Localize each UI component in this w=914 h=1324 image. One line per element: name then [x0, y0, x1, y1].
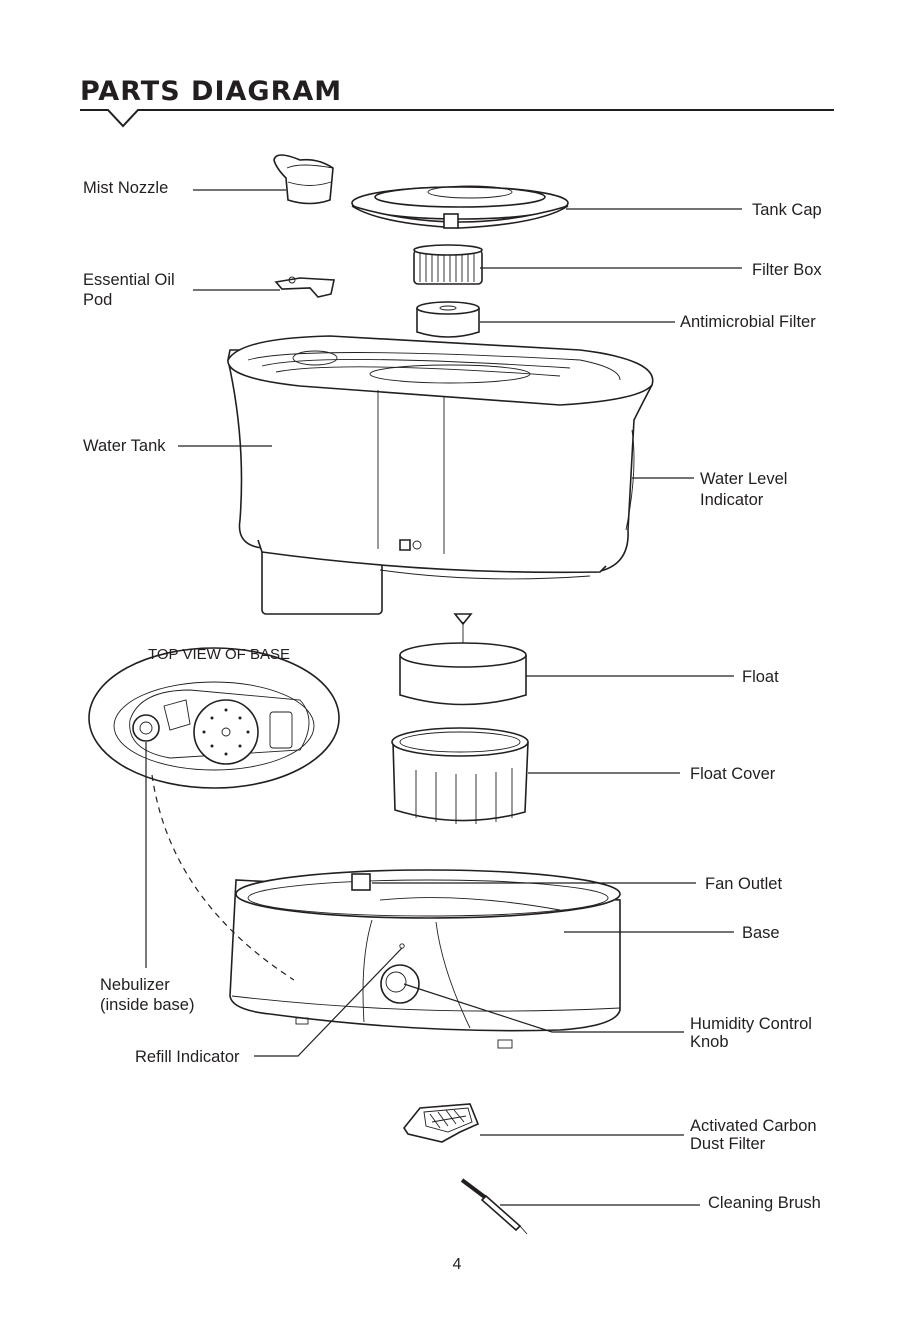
label-water-level-indicator-line2: Indicator — [700, 490, 763, 510]
water-tank-drawing — [228, 336, 653, 614]
label-essential-oil-pod-line1: Essential Oil — [83, 270, 175, 290]
label-water-tank: Water Tank — [83, 436, 166, 456]
label-humidity-control-knob-line1: Humidity Control — [690, 1014, 812, 1034]
inset-title: TOP VIEW OF BASE — [148, 645, 290, 665]
label-cleaning-brush: Cleaning Brush — [708, 1193, 821, 1213]
float-cover-drawing — [392, 728, 528, 824]
base-drawing — [230, 870, 620, 1048]
label-refill-indicator: Refill Indicator — [135, 1047, 240, 1067]
antimicrobial-filter-drawing — [417, 302, 479, 337]
label-float-cover: Float Cover — [690, 764, 775, 784]
mist-nozzle-drawing — [274, 155, 333, 204]
filter-box-drawing — [414, 245, 482, 284]
label-activated-carbon-dust-filter-line2: Dust Filter — [690, 1134, 765, 1154]
tank-cap-drawing — [352, 186, 568, 228]
float-drawing — [400, 614, 526, 705]
label-float: Float — [742, 667, 779, 687]
label-activated-carbon-dust-filter-line1: Activated Carbon — [690, 1116, 817, 1136]
essential-oil-pod-drawing — [276, 277, 334, 297]
label-filter-box: Filter Box — [752, 260, 822, 280]
page-number: 4 — [0, 1256, 914, 1274]
header-rule — [80, 110, 834, 126]
label-nebulizer-line1: Nebulizer — [100, 975, 170, 995]
label-humidity-control-knob-line2: Knob — [690, 1032, 729, 1052]
label-mist-nozzle: Mist Nozzle — [83, 178, 168, 198]
activated-carbon-dust-filter-drawing — [404, 1104, 478, 1142]
top-view-inset-drawing — [89, 648, 339, 788]
label-essential-oil-pod-line2: Pod — [83, 290, 112, 310]
label-nebulizer-line2: (inside base) — [100, 995, 194, 1015]
label-water-level-indicator-line1: Water Level — [700, 469, 787, 489]
label-tank-cap: Tank Cap — [752, 200, 822, 220]
label-base: Base — [742, 923, 780, 943]
label-fan-outlet: Fan Outlet — [705, 874, 782, 894]
cleaning-brush-drawing — [462, 1180, 527, 1234]
label-antimicrobial-filter: Antimicrobial Filter — [680, 312, 816, 332]
